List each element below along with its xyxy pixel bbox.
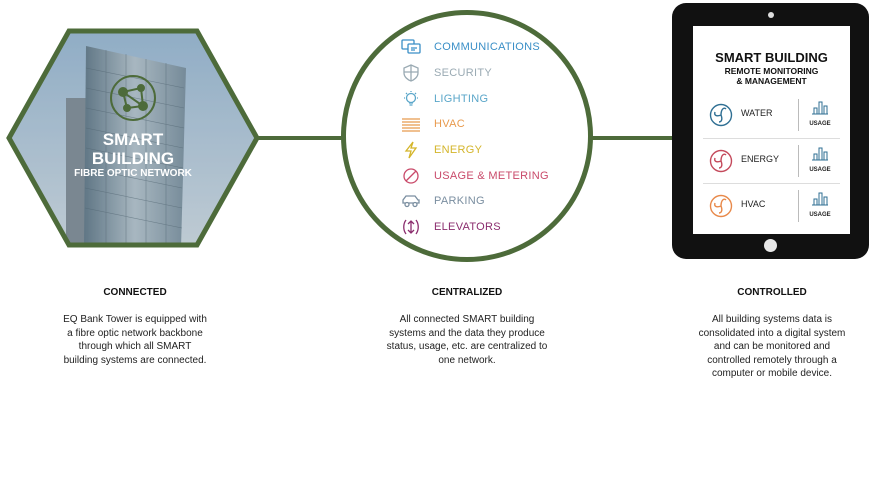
- caption-line: through which all SMART: [78, 341, 192, 352]
- bar-chart-icon: [812, 101, 828, 115]
- water-fan-icon: [709, 103, 733, 127]
- tablet-row-label: ENERGY: [741, 154, 780, 164]
- hexagon-subtitle: FIBRE OPTIC NETWORK: [74, 168, 192, 179]
- caption-connected-heading: CONNECTED: [103, 287, 167, 298]
- smart-building-hexagon: [6, 28, 260, 248]
- bolt-icon: [400, 141, 422, 159]
- tablet-subtitle-line1: REMOTE MONITORING: [724, 66, 819, 76]
- caption-controlled-body: All building systems data is consolidate…: [662, 313, 870, 381]
- meter-icon: [400, 167, 422, 185]
- caption-centralized-body: All connected SMART building systems and…: [352, 313, 582, 367]
- caption-centralized-heading: CENTRALIZED: [431, 287, 503, 298]
- tablet-row-hvac[interactable]: HVAC USAGE: [703, 183, 840, 228]
- tablet-row-label: HVAC: [741, 199, 766, 209]
- system-item-energy: ENERGY: [400, 140, 482, 160]
- caption-controlled-heading: CONTROLLED: [737, 287, 807, 298]
- system-label: PARKING: [434, 195, 485, 207]
- system-label: ELEVATORS: [434, 221, 501, 233]
- usage-button[interactable]: USAGE: [807, 99, 833, 127]
- caption-line: systems and the data they produce: [389, 327, 545, 339]
- tablet-home-button[interactable]: [764, 239, 777, 252]
- usage-label: USAGE: [809, 121, 831, 127]
- system-item-security: SECURITY: [400, 63, 492, 83]
- row-divider: [798, 145, 799, 177]
- tablet-title: SMART BUILDING: [715, 50, 828, 65]
- chat-icon: [400, 38, 422, 56]
- caption-connected-body: EQ Bank Tower is equipped with a fibre o…: [25, 313, 245, 367]
- system-item-communications: COMMUNICATIONS: [400, 37, 540, 57]
- system-item-elevators: ELEVATORS: [400, 217, 501, 237]
- tablet-subtitle-line2: & MANAGEMENT: [736, 76, 807, 86]
- system-item-hvac: HVAC: [400, 114, 465, 134]
- caption-line: status, usage, etc. are centralized to: [386, 341, 548, 352]
- caption-line: consolidated into a digital system: [698, 327, 846, 339]
- caption-line: controlled remotely through a: [707, 354, 837, 366]
- caption-line: computer or mobile device.: [711, 368, 833, 379]
- hexagon-title-line1: SMART: [102, 130, 164, 149]
- row-divider: [798, 190, 799, 222]
- usage-label: USAGE: [809, 212, 831, 218]
- system-label: LIGHTING: [434, 93, 489, 105]
- vent-icon: [400, 115, 422, 133]
- system-label: SECURITY: [434, 67, 493, 79]
- system-label: COMMUNICATIONS: [434, 41, 541, 53]
- caption-line: and can be monitored and: [713, 341, 831, 352]
- bar-chart-icon: [812, 147, 828, 161]
- tablet-row-energy[interactable]: ENERGY USAGE: [703, 138, 840, 183]
- system-item-parking: PARKING: [400, 191, 485, 211]
- usage-button[interactable]: USAGE: [807, 145, 833, 173]
- bar-chart-icon: [812, 192, 828, 206]
- system-item-lighting: LIGHTING: [400, 89, 488, 109]
- systems-circle: [341, 10, 593, 262]
- energy-fan-icon: [709, 149, 733, 173]
- caption-line: one network.: [438, 354, 496, 366]
- car-icon: [400, 192, 422, 210]
- system-label: ENERGY: [434, 144, 483, 156]
- usage-button[interactable]: USAGE: [807, 190, 833, 218]
- usage-label: USAGE: [809, 167, 831, 173]
- hvac-fan-icon: [709, 194, 733, 218]
- caption-line: building systems are connected.: [63, 354, 207, 366]
- shield-icon: [400, 64, 422, 82]
- caption-line: a fibre optic network backbone: [67, 327, 203, 339]
- connector-line-right: [590, 136, 675, 140]
- tablet-camera: [768, 12, 774, 18]
- caption-line: All building systems data is: [711, 314, 833, 325]
- network-globe-icon: [110, 75, 156, 121]
- hexagon-title-line2: BUILDING: [91, 149, 175, 168]
- caption-line: EQ Bank Tower is equipped with: [63, 314, 207, 325]
- system-label: USAGE & METERING: [434, 170, 549, 182]
- bulb-icon: [400, 90, 422, 108]
- tablet-row-water[interactable]: WATER USAGE: [703, 93, 840, 137]
- elevator-icon: [400, 218, 422, 236]
- row-divider: [798, 99, 799, 131]
- system-label: HVAC: [434, 118, 465, 130]
- tablet-row-label: WATER: [741, 108, 773, 118]
- connector-line-left: [258, 136, 346, 140]
- system-item-usage-metering: USAGE & METERING: [400, 166, 549, 186]
- caption-line: All connected SMART building: [399, 314, 535, 325]
